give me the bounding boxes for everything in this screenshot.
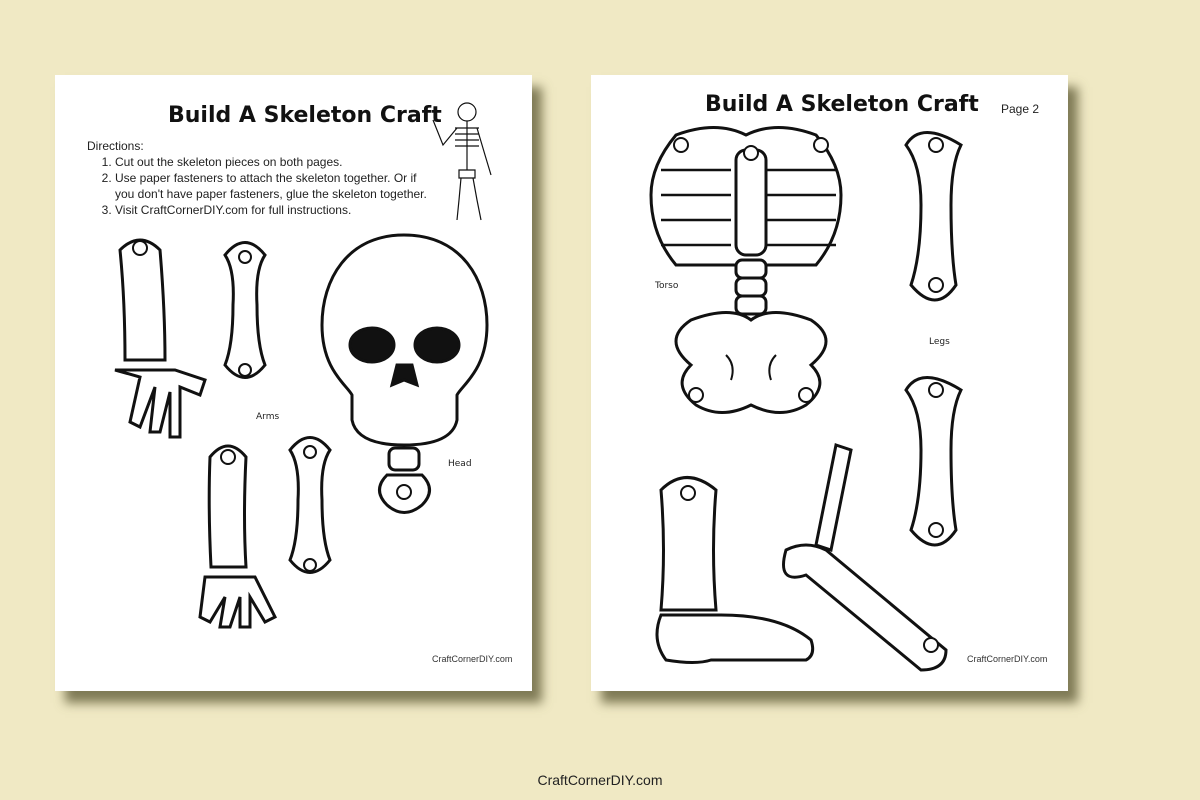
skeleton-illustration [432,102,492,221]
directions-heading: Directions: [87,139,144,153]
arm-piece-forearm-2 [288,436,332,574]
page-number: Page 2 [1001,102,1040,116]
page-title: Build A Skeleton Craft [168,103,442,128]
label-legs: Legs [929,337,950,347]
leg-piece-lower-2 [782,443,948,672]
leg-piece-upper-2 [904,376,963,547]
page-footer: CraftCornerDIY.com [432,654,513,664]
arm-piece-upper-left [114,238,207,439]
label-torso: Torso [655,281,679,291]
torso-piece [649,126,843,414]
direction-item: Use paper fasteners to attach the skelet… [115,170,435,202]
arm-piece-forearm [223,241,267,379]
label-head: Head [448,459,472,469]
leg-piece-lower-1 [655,476,815,664]
worksheet-page-2: Build A Skeleton Craft Page 2 Torso Legs… [591,75,1068,691]
directions: Directions: Cut out the skeleton pieces … [87,138,435,218]
direction-item: Cut out the skeleton pieces on both page… [115,154,435,170]
bottom-caption: CraftCornerDIY.com [537,772,663,788]
label-arms: Arms [256,412,280,422]
leg-piece-upper-1 [904,131,963,302]
page-footer: CraftCornerDIY.com [967,654,1048,664]
arm-piece-lower-left [198,444,278,629]
skull-piece [320,233,489,514]
direction-item: Visit CraftCornerDIY.com for full instru… [115,202,435,218]
worksheet-page-1: Build A Skeleton Craft Directions: Cut o… [55,75,532,691]
page-title: Build A Skeleton Craft [705,92,979,117]
